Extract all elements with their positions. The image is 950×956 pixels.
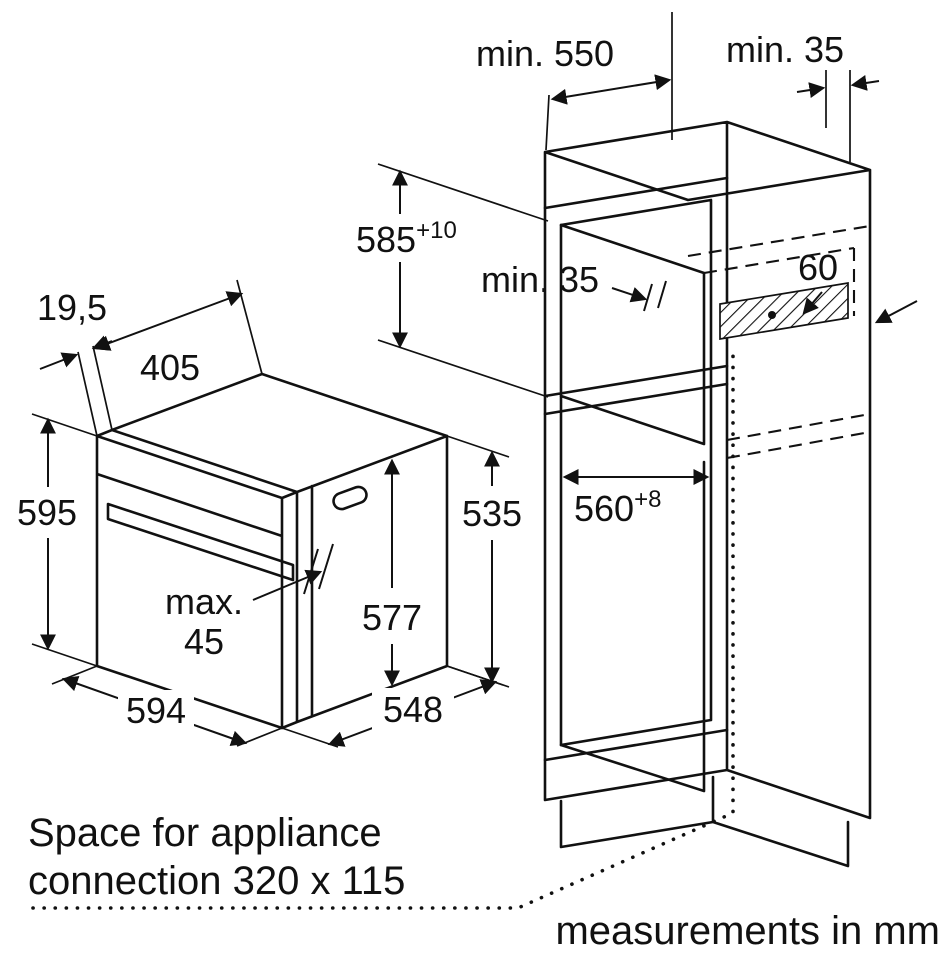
cabinet-plinth [559, 775, 850, 868]
dim-oven-front-width: 594 [51, 665, 283, 747]
dim-oven-handle-max: max. 45 [165, 569, 323, 662]
dim-oven-body-height: 577 [362, 458, 422, 687]
dim-cabinet-min-depth: min. 550 [476, 12, 673, 151]
connection-leader-dotted-line [31, 348, 735, 910]
oven-drawing [95, 372, 449, 730]
cabinet-front-members [543, 176, 729, 762]
note-connection-line2: connection 320 x 115 [28, 859, 405, 903]
dim-oven-body-depth-label: 548 [383, 689, 443, 730]
dim-cabinet-min-wall-gap-top-label: min. 35 [726, 29, 844, 70]
dim-oven-rear-height: 535 [446, 435, 522, 688]
dim-cabinet-min-gap-middle-label: min. 35 [481, 259, 599, 300]
oven-body-outline [95, 372, 449, 730]
dim-oven-top-depth: 405 [93, 279, 263, 388]
cabinet-drawing [543, 120, 872, 868]
oven-door-handle [106, 502, 295, 582]
dim-oven-handle-max-label: max. [165, 581, 243, 622]
dim-oven-front-overhang: 19,5 [37, 287, 113, 437]
vent-leader-dot [768, 311, 776, 319]
cabinet-interior-edges [559, 223, 706, 793]
dim-oven-body-height-label: 577 [362, 597, 422, 638]
gap-marks [643, 280, 667, 312]
dim-oven-rear-height-label: 535 [462, 493, 522, 534]
note-units: measurements in mm [555, 909, 940, 953]
dim-oven-top-depth-label: 405 [140, 347, 200, 388]
dim-cabinet-min-wall-gap-top: min. 35 [726, 29, 918, 324]
dim-oven-front-overhang-label: 19,5 [37, 287, 107, 328]
handle-clearance-marks [303, 543, 334, 595]
dim-cabinet-min-gap-middle: min. 35 [481, 259, 667, 312]
cabinet-hidden-edges [687, 224, 871, 460]
note-connection-line1: Space for appliance [28, 811, 382, 855]
dim-oven-front-height: 595 [17, 413, 98, 667]
dim-cabinet-niche-height-label: 585+10 [356, 217, 457, 260]
rear-wall-arrow [874, 300, 918, 324]
dim-oven-body-depth: 548 [281, 665, 504, 748]
dim-oven-handle-max-value: 45 [184, 621, 224, 662]
dim-oven-front-width-label: 594 [126, 690, 186, 731]
dim-cabinet-niche-width: 560+8 [562, 469, 710, 529]
vent-cutout-hatched [719, 281, 849, 341]
dim-cabinet-vent-depth: 60 [798, 247, 838, 315]
dim-cabinet-niche-width-label: 560+8 [574, 486, 661, 529]
dim-cabinet-vent-depth-label: 60 [798, 247, 838, 288]
cabinet-outline [543, 120, 872, 820]
dim-cabinet-min-depth-label: min. 550 [476, 33, 614, 74]
dim-cabinet-niche-height: 585+10 [356, 163, 549, 398]
oven-side-vent [332, 485, 368, 511]
dim-oven-front-height-label: 595 [17, 492, 77, 533]
